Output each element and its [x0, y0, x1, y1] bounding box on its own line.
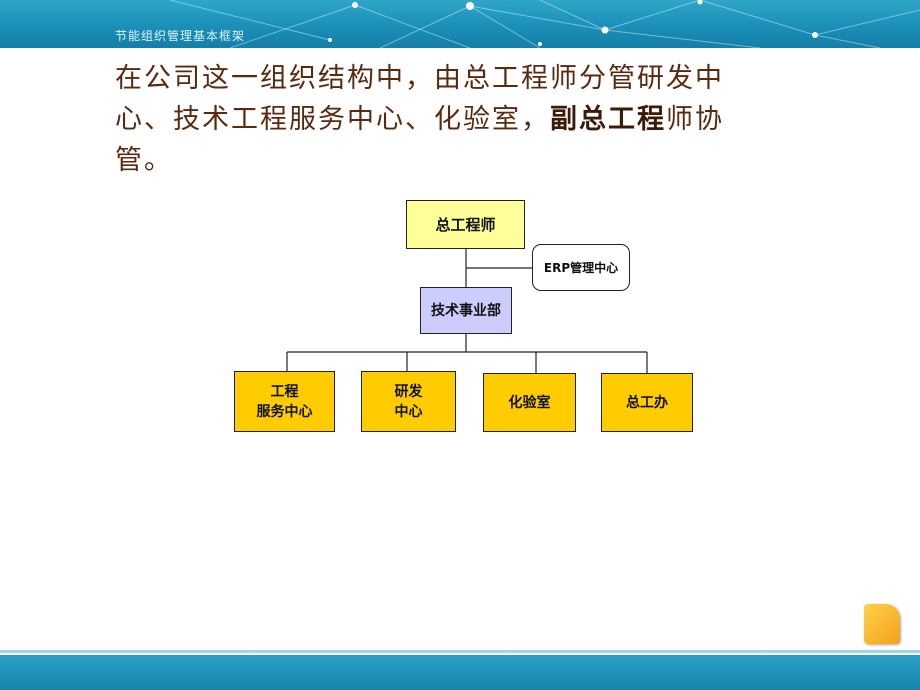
node-laboratory: 化验室: [483, 373, 576, 432]
network-pattern: [169, 0, 920, 48]
node-rd-center: 研发 中心: [361, 371, 456, 432]
node-chief-office: 总工办: [601, 373, 693, 432]
node-rd-line2: 中心: [394, 403, 423, 420]
footer-line: [0, 650, 920, 653]
node-tech-label: 技术事业部: [431, 302, 501, 319]
intro-text-bold: 副总工程: [550, 104, 666, 135]
node-office-label: 总工办: [626, 394, 668, 411]
footer-band: [0, 655, 920, 690]
node-chief-engineer: 总工程师: [406, 200, 525, 249]
header-banner: 节能组织管理基本框架: [0, 0, 920, 48]
node-tech-department: 技术事业部: [420, 287, 512, 334]
node-engineering-service: 工程 服务中心: [234, 371, 335, 432]
node-eng-line2: 服务中心: [256, 403, 313, 420]
intro-text-end: 师协管。: [115, 104, 724, 176]
node-eng-line1: 工程: [270, 383, 299, 400]
intro-text-main: 在公司这一组织结构中，由总工程师分管研发中心、技术工程服务中心、化验室，: [115, 63, 724, 135]
node-erp-center: ERP管理中心: [532, 244, 630, 291]
node-erp-label: ERP管理中心: [543, 260, 619, 275]
corner-badge: [864, 604, 900, 644]
banner-title: 节能组织管理基本框架: [115, 29, 246, 43]
intro-paragraph: 在公司这一组织结构中，由总工程师分管研发中心、技术工程服务中心、化验室，副总工程…: [115, 58, 775, 181]
node-rd-line1: 研发: [394, 383, 423, 400]
node-chief-label: 总工程师: [435, 215, 496, 234]
node-lab-label: 化验室: [508, 394, 551, 411]
